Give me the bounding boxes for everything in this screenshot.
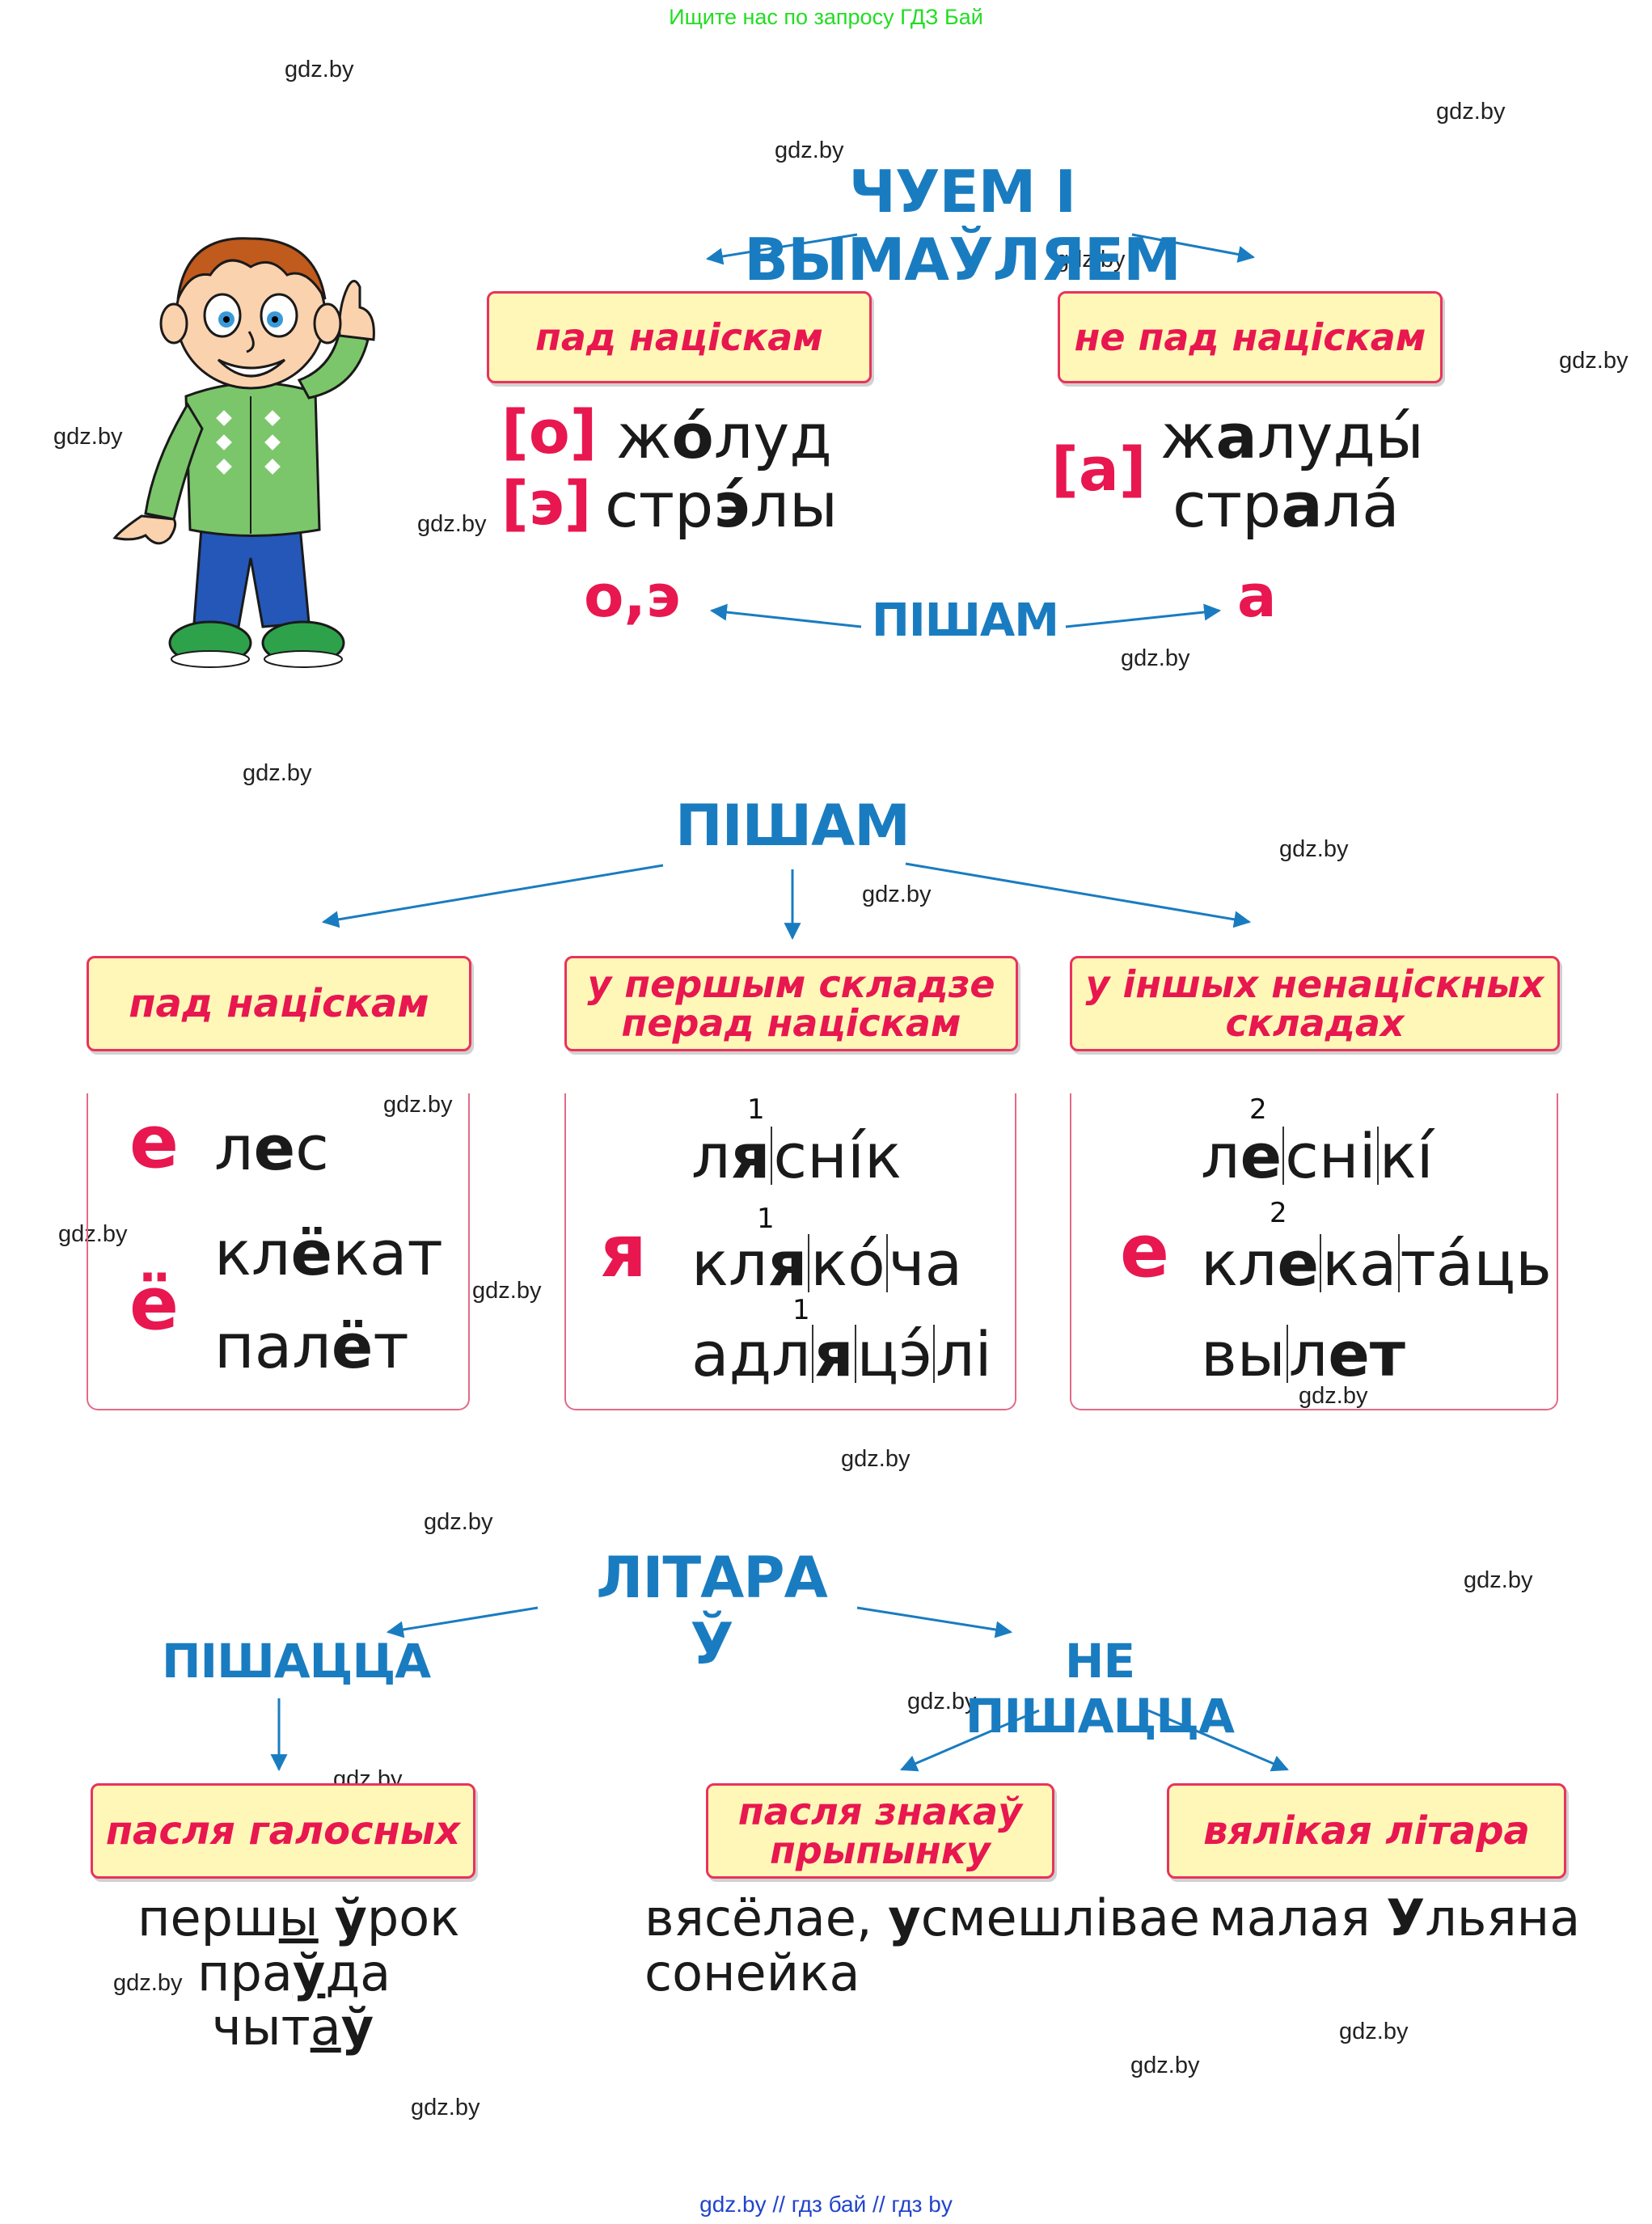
watermark: gdz.by bbox=[417, 511, 487, 537]
syllable-number: 1 bbox=[747, 1093, 765, 1126]
panel-col2 bbox=[564, 1093, 1016, 1410]
watermark: gdz.by bbox=[775, 137, 844, 163]
label-not-written: НЕ ПІШАЦЦА bbox=[965, 1634, 1235, 1744]
letter-ya: я bbox=[600, 1209, 647, 1294]
watermark: gdz.by bbox=[1299, 1383, 1368, 1409]
box-stressed: пад націскам bbox=[487, 291, 872, 383]
arrow-line bbox=[705, 233, 858, 265]
word-klyokat: клёкат bbox=[214, 1217, 443, 1289]
watermark: gdz.by bbox=[1121, 645, 1190, 671]
arrow-line bbox=[386, 1606, 539, 1638]
box-stressed-2-label: пад націскам bbox=[129, 980, 429, 1026]
box-unstressed-label: не пад націскам bbox=[1074, 315, 1426, 359]
word-vylet: вылет bbox=[1201, 1318, 1405, 1390]
word-zholud: жо́луд bbox=[616, 400, 832, 472]
syllable-number: 2 bbox=[1249, 1093, 1267, 1126]
watermark: gdz.by bbox=[1436, 99, 1506, 125]
box-capital-letter: вялікая літара bbox=[1167, 1783, 1566, 1879]
syllable-number: 1 bbox=[757, 1203, 775, 1235]
example-malaya-ulyana: малая Ульяна bbox=[1209, 1888, 1581, 1947]
watermark: gdz.by bbox=[472, 1278, 542, 1304]
watermark: gdz.by bbox=[1339, 2019, 1409, 2044]
box-other-syllables-line2: складах bbox=[1225, 1001, 1405, 1045]
word-strely: стрэ́лы bbox=[605, 469, 838, 541]
word-klekatats: клеката́ць bbox=[1201, 1228, 1552, 1300]
watermark: gdz.by bbox=[862, 882, 932, 907]
result-a: а bbox=[1237, 562, 1277, 630]
word-les: лес bbox=[214, 1112, 329, 1184]
box-other-syllables-line1: у іншых ненацiскных bbox=[1085, 962, 1544, 1006]
arrow-line bbox=[905, 862, 1252, 928]
box-after-vowels: пасля галосных bbox=[91, 1783, 475, 1879]
top-banner: Ищите нас по запросу ГДЗ Бай bbox=[669, 5, 983, 29]
word-zhaludy: жалуды́ bbox=[1160, 400, 1424, 472]
syllable-number: 2 bbox=[1270, 1197, 1287, 1229]
arrow-line bbox=[1131, 233, 1256, 263]
watermark: gdz.by bbox=[383, 1092, 453, 1118]
word-strala: страла́ bbox=[1172, 469, 1400, 541]
sound-a: [а] bbox=[1051, 435, 1147, 505]
box-stressed-2: пад націскам bbox=[87, 956, 471, 1051]
watermark: gdz.by bbox=[113, 1970, 183, 1996]
watermark: gdz.by bbox=[285, 57, 354, 82]
section3-heading: ЛІТАРА Ў bbox=[596, 1545, 828, 1677]
watermark: gdz.by bbox=[411, 2095, 480, 2120]
box-first-syllable-line1: у першым складзе bbox=[587, 962, 995, 1006]
box-stressed-label: пад націскам bbox=[535, 315, 823, 359]
word-lesniki: леснікі́ bbox=[1201, 1120, 1434, 1192]
footer-links[interactable]: gdz.by // гдз бай // гдз by bbox=[699, 2192, 953, 2217]
letter-e-2: е bbox=[1120, 1209, 1170, 1294]
example-vyasyolae: вясёлае, усмешлівае bbox=[644, 1888, 1200, 1947]
sound-o: [о] bbox=[501, 398, 598, 467]
syllable-number: 1 bbox=[792, 1294, 810, 1326]
watermark: gdz.by bbox=[424, 1509, 493, 1535]
box-after-punctuation-line2: прыпынку bbox=[770, 1829, 991, 1872]
example-chytau: чытаў bbox=[212, 1998, 374, 2057]
box-first-syllable-line2: перад націскам bbox=[621, 1001, 961, 1045]
write-label: ПІШАМ bbox=[872, 594, 1059, 647]
word-adlyatseli: адляцэ́лі bbox=[691, 1318, 992, 1390]
result-o-e: о,э bbox=[584, 562, 681, 630]
panel-col3 bbox=[1070, 1093, 1558, 1410]
arrow-line bbox=[1147, 1709, 1289, 1772]
example-pershy-urok: першы ўрок bbox=[137, 1888, 460, 1947]
box-unstressed: не пад націскам bbox=[1058, 291, 1443, 383]
box-capital-letter-label: вялікая літара bbox=[1203, 1808, 1530, 1854]
arrow-line bbox=[856, 1606, 1013, 1638]
watermark: gdz.by bbox=[58, 1221, 128, 1247]
watermark: gdz.by bbox=[1279, 836, 1349, 862]
watermark: gdz.by bbox=[841, 1446, 911, 1472]
arrow-line bbox=[321, 864, 664, 928]
watermark: gdz.by bbox=[53, 424, 123, 450]
panel-col1 bbox=[87, 1093, 470, 1410]
watermark: gdz.by bbox=[907, 1689, 977, 1715]
arrow-line bbox=[1065, 603, 1222, 628]
box-after-punctuation-line1: пасля знакаў bbox=[737, 1789, 1023, 1833]
watermark: gdz.by bbox=[1559, 348, 1629, 374]
watermark: gdz.by bbox=[243, 760, 312, 786]
watermark: gdz.by bbox=[1056, 247, 1126, 273]
section2-heading: ПІШАМ bbox=[675, 793, 911, 859]
letter-yo: ё bbox=[129, 1262, 180, 1347]
label-written: ПІШАЦЦА bbox=[162, 1634, 431, 1689]
word-lyasnik: лясні́к bbox=[691, 1120, 902, 1192]
sound-e: [э] bbox=[501, 469, 592, 539]
word-palyot: палёт bbox=[214, 1310, 409, 1382]
box-after-vowels-label: пасля галосных bbox=[105, 1808, 461, 1854]
arrow-line bbox=[900, 1709, 1040, 1772]
example-soneika: сонейка bbox=[644, 1943, 860, 2002]
section1-heading: ЧУЕМ І ВЫМАЎЛЯЕМ bbox=[744, 158, 1181, 294]
watermark: gdz.by bbox=[1130, 2053, 1200, 2078]
watermark: gdz.by bbox=[1464, 1567, 1533, 1593]
arrow-line bbox=[709, 603, 862, 628]
letter-e-1: е bbox=[129, 1100, 180, 1185]
example-prauda: праўда bbox=[197, 1943, 391, 2002]
word-klyakocha: кляко́ча bbox=[691, 1228, 963, 1300]
boy-illustration-icon bbox=[112, 237, 375, 668]
